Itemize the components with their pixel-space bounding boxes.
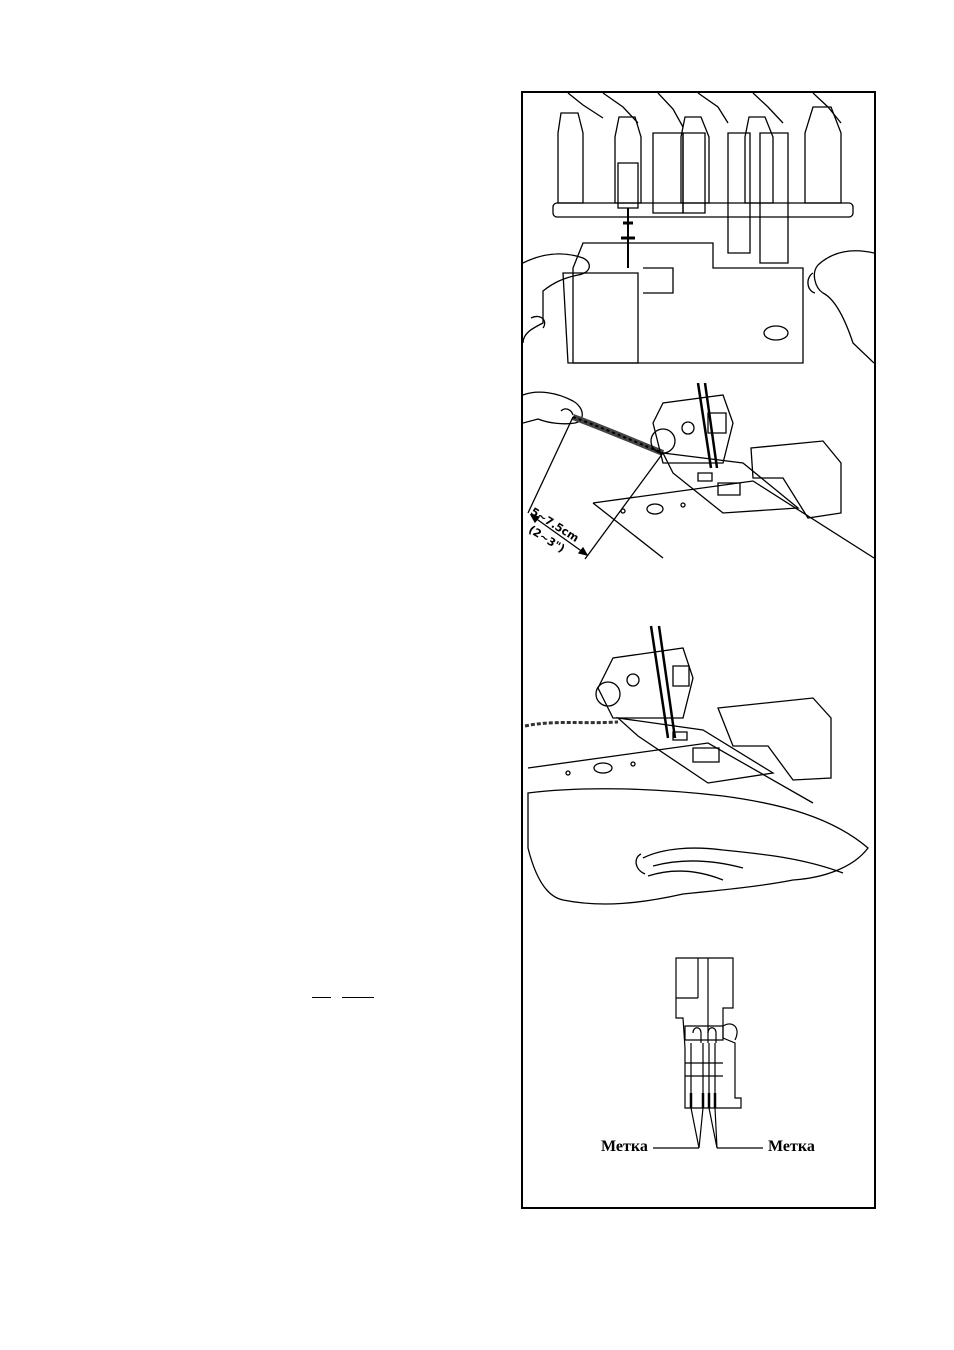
- figure-machine-threading: [523, 93, 874, 373]
- mark-label-right: Метка: [768, 1138, 815, 1156]
- illustration-panel: 5~7.5cm (2~3"): [521, 91, 876, 1209]
- underline-mark-short: [312, 997, 331, 998]
- underline-mark-long: [342, 997, 374, 998]
- figure-presser-foot-marks: Метка Метка: [523, 948, 874, 1198]
- figure-fabric-feeding: [523, 618, 874, 918]
- mark-label-left: Метка: [601, 1138, 648, 1156]
- figure-thread-chain: 5~7.5cm (2~3"): [523, 383, 874, 578]
